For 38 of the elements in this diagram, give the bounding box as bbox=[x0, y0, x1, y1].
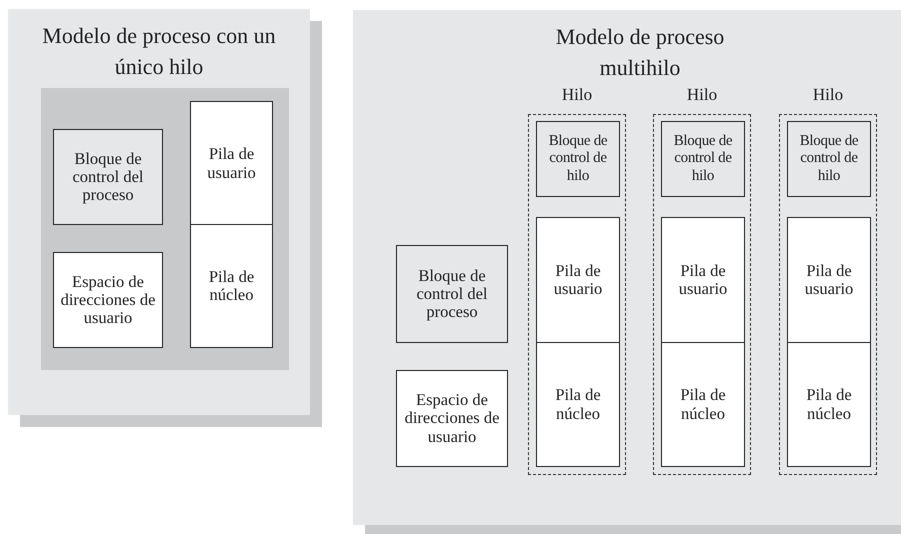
box-label: Pila de usuario bbox=[678, 262, 728, 298]
stack-box bbox=[661, 217, 745, 343]
process-image-area bbox=[41, 88, 289, 370]
address-space-box bbox=[396, 370, 508, 467]
box-label: Pila de núcleo bbox=[805, 386, 853, 423]
stack-box bbox=[536, 342, 620, 467]
thread-heading: Hilo bbox=[812, 85, 844, 105]
thread-control-block-box bbox=[661, 121, 745, 197]
thread-control-block-box bbox=[536, 121, 620, 197]
box-label: Bloque de control de hilo bbox=[548, 133, 608, 185]
address-space-box bbox=[53, 252, 163, 348]
box-label: Bloque de control del proceso bbox=[415, 266, 489, 322]
thread-control-block-box bbox=[787, 121, 871, 197]
box-label: Pila de núcleo bbox=[208, 268, 256, 304]
stack-box bbox=[787, 342, 871, 467]
box-label: Pila de núcleo bbox=[679, 386, 727, 423]
model-panel bbox=[353, 10, 901, 525]
thread-heading: Hilo bbox=[560, 85, 594, 105]
box-label: Pila de usuario bbox=[804, 262, 854, 298]
stack-box bbox=[190, 224, 273, 348]
panel-title: Modelo de proceso con un único hilo bbox=[41, 22, 277, 81]
stack-box bbox=[661, 342, 745, 467]
box-label: Pila de núcleo bbox=[554, 386, 602, 423]
control-block-box bbox=[396, 245, 508, 343]
box-label: Bloque de control del proceso bbox=[71, 150, 145, 204]
thread-heading: Hilo bbox=[686, 85, 718, 105]
panel-title: Modelo de proceso multihilo bbox=[554, 23, 726, 82]
box-label: Bloque de control de hilo bbox=[798, 133, 860, 185]
model-panel bbox=[8, 9, 310, 415]
box-label: Bloque de control de hilo bbox=[672, 133, 734, 185]
control-block-box bbox=[53, 129, 163, 225]
box-label: Pila de usuario bbox=[552, 262, 604, 298]
box-label: Espacio de direcciones de usuario bbox=[60, 272, 156, 328]
stack-box bbox=[190, 101, 273, 226]
box-label: Espacio de direcciones de usuario bbox=[404, 391, 500, 446]
stack-box bbox=[536, 217, 620, 343]
box-label: Pila de usuario bbox=[206, 145, 257, 182]
stack-box bbox=[787, 217, 871, 343]
